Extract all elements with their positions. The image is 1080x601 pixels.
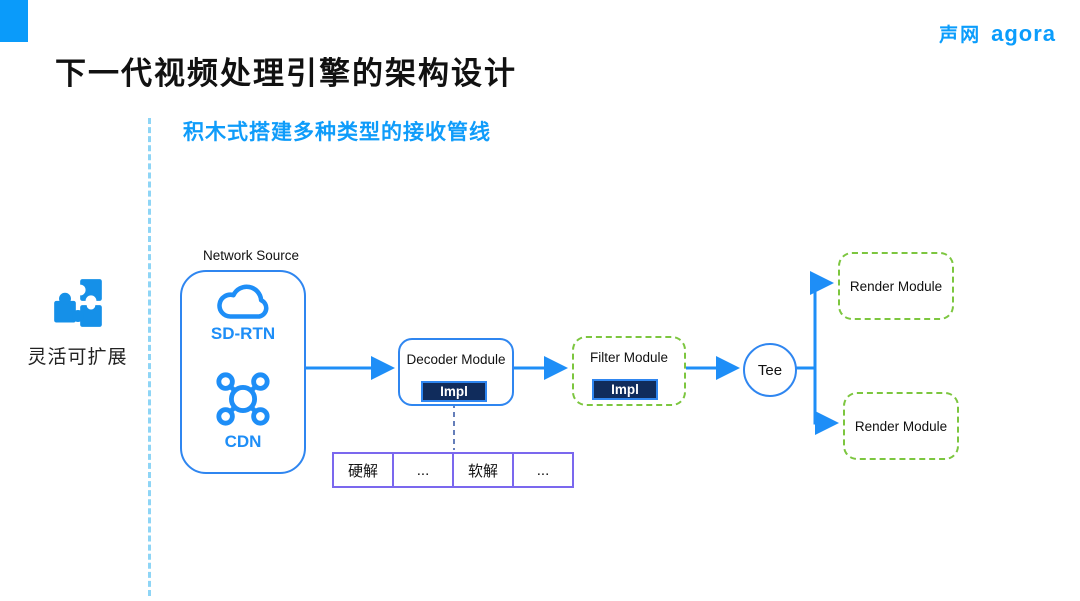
feature-block: 灵活可扩展 — [20, 277, 135, 369]
brand-logo: 声网 agora — [939, 20, 1056, 47]
tee-node: Tee — [743, 343, 797, 397]
decoder-module-label: Decoder Module — [406, 352, 506, 367]
cdn-label: CDN — [224, 432, 262, 451]
section-subtitle: 积木式搭建多种类型的接收管线 — [183, 121, 491, 144]
impl-option-cell: ... — [536, 461, 550, 479]
cloud-icon — [217, 284, 269, 319]
filter-module-label: Filter Module — [589, 350, 669, 365]
decoder-impl-badge: Impl — [421, 381, 487, 402]
vertical-dashed-separator — [148, 118, 151, 596]
decoder-module-box: Decoder Module Impl — [398, 338, 514, 406]
brand-logo-cjk: 声网 — [939, 25, 982, 46]
feature-label: 灵活可扩展 — [27, 347, 128, 368]
render-module-top-label: Render Module — [849, 278, 943, 294]
network-source-box: SD-RTN CDN — [180, 270, 306, 474]
filter-module-box: Filter Module Impl — [572, 336, 686, 406]
brand-logo-latin: agora — [991, 20, 1056, 46]
page-title: 下一代视频处理引擎的架构设计 — [55, 56, 517, 91]
impl-option-cell: ... — [394, 454, 454, 486]
network-source-label: Network Source — [202, 248, 300, 263]
title-accent-square — [0, 0, 28, 42]
decoder-impl-options-table: 硬解 ... 软解 ... — [332, 452, 574, 488]
sd-rtn-label: SD-RTN — [210, 324, 276, 343]
render-module-top-box: Render Module — [838, 252, 954, 320]
filter-impl-badge: Impl — [592, 379, 658, 400]
render-module-bottom-box: Render Module — [843, 392, 959, 460]
puzzle-icon — [53, 279, 102, 327]
impl-option-cell: 软解 — [454, 454, 514, 486]
render-module-bottom-label: Render Module — [854, 418, 948, 434]
cdn-network-icon — [216, 372, 270, 426]
tee-split-line — [793, 281, 817, 425]
impl-option-cell: 硬解 — [334, 454, 394, 486]
